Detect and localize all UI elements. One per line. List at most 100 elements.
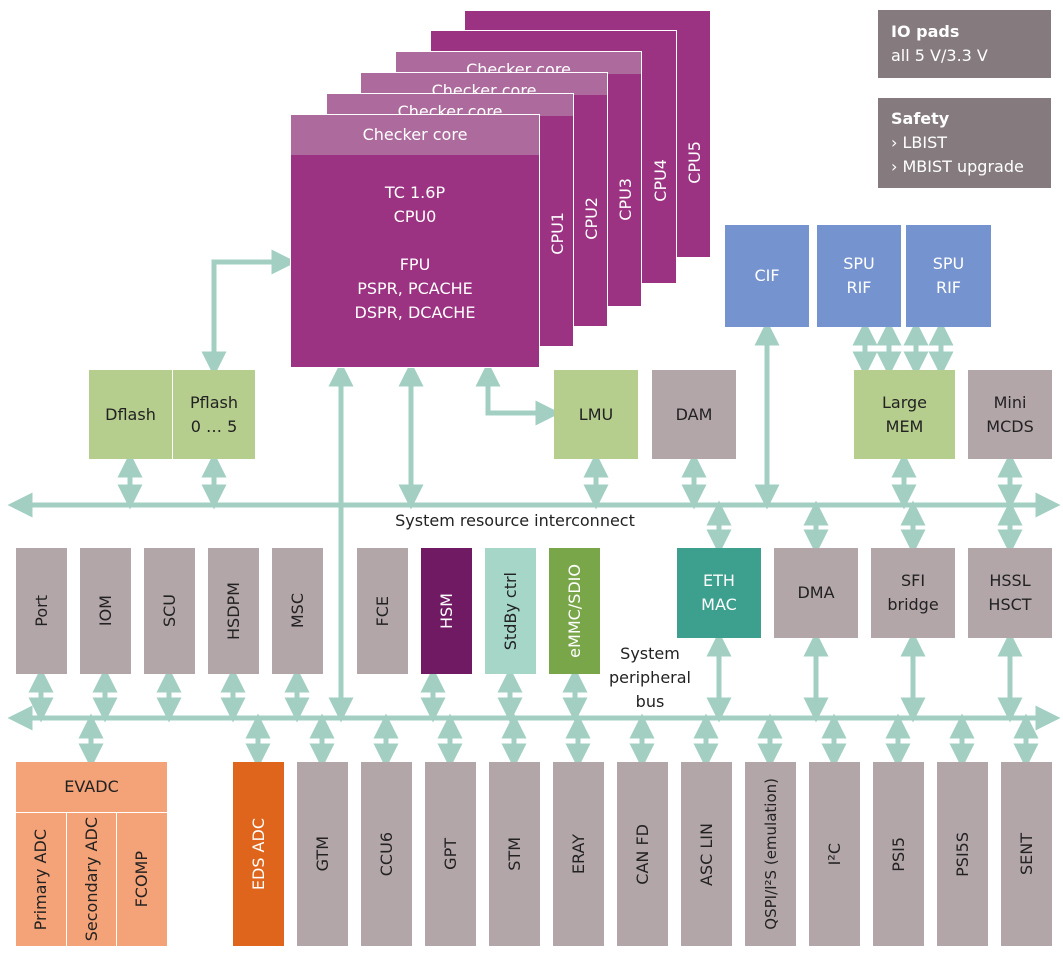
- dma-label: DMA: [797, 583, 835, 602]
- cpu3-checker-label: Checker core: [396, 52, 641, 74]
- pflash-block: Pflash 0 … 5: [173, 370, 255, 459]
- cpu0-line-gap: [291, 229, 539, 253]
- spu-rif-1-line1: SPU: [843, 254, 875, 273]
- cif-block: CIF: [725, 225, 809, 327]
- cpu1-label: CPU1: [548, 212, 567, 255]
- mini-mcds-line2: MCDS: [986, 416, 1034, 436]
- fce-label: FCE: [372, 595, 392, 627]
- fcomp-label: FCOMP: [132, 851, 152, 908]
- eray-block: ERAY: [553, 762, 604, 946]
- stm-label: STM: [504, 837, 524, 871]
- cif-label: CIF: [754, 266, 780, 285]
- emmc-sdio-label: eMMC/SDIO: [564, 564, 584, 658]
- sfi-line1: SFI: [900, 571, 926, 590]
- gtm-label: GTM: [312, 836, 332, 872]
- iom-label: IOM: [95, 595, 115, 627]
- cpu0-line-tc: TC 1.6P: [384, 183, 446, 202]
- dflash-block: Dflash: [89, 370, 172, 459]
- scu-block: SCU: [144, 548, 195, 674]
- fce-block: FCE: [357, 548, 408, 674]
- eth-mac-block: ETH MAC: [677, 548, 761, 638]
- port-label: Port: [31, 595, 51, 627]
- eds-adc-label: EDS ADC: [248, 817, 268, 891]
- cpu3-label: CPU3: [616, 178, 635, 221]
- safety-box: Safety › LBIST › MBIST upgrade: [878, 98, 1051, 188]
- large-mem-line1: Large: [881, 392, 927, 412]
- cpu1-checker-label: Checker core: [327, 94, 573, 116]
- spb-line3: bus: [635, 692, 665, 711]
- hsm-block: HSM: [421, 548, 472, 674]
- dflash-label: Dflash: [105, 404, 156, 424]
- iom-block: IOM: [80, 548, 131, 674]
- scu-label: SCU: [159, 594, 179, 628]
- sent-block: SENT: [1001, 762, 1052, 946]
- safety-item-mbist: › MBIST upgrade: [891, 157, 1024, 176]
- hssl-line2: HSCT: [988, 595, 1032, 614]
- spu-rif-2-line2: RIF: [935, 278, 962, 297]
- i2c-block: I²C: [809, 762, 860, 946]
- ccu6-block: CCU6: [361, 762, 412, 946]
- evadc-label: EVADC: [16, 762, 167, 813]
- mini-mcds-line1: Mini: [993, 392, 1027, 412]
- safety-title: Safety: [891, 109, 950, 128]
- qspi-label: QSPI/I²S (emulation): [761, 778, 780, 930]
- cpu4-label: CPU4: [651, 159, 670, 202]
- psi5-label: PSI5: [888, 836, 908, 872]
- port-block: Port: [16, 548, 67, 674]
- dam-label: DAM: [675, 404, 713, 424]
- primary-adc-cell: Primary ADC: [16, 813, 67, 946]
- cpu0-line-cpu0: CPU0: [393, 207, 437, 226]
- hssl-line1: HSSL: [989, 571, 1031, 590]
- primary-adc-label: Primary ADC: [30, 828, 50, 931]
- i2c-label: I²C: [824, 842, 844, 866]
- can-fd-label: CAN FD: [632, 823, 652, 885]
- cpu0-line-pspr: PSPR, PCACHE: [357, 279, 473, 298]
- lmu-block: LMU: [554, 370, 638, 459]
- sfi-line2: bridge: [887, 595, 939, 614]
- hssl-hsct-block: HSSL HSCT: [968, 548, 1052, 638]
- spb-bus-label: System peripheral bus: [598, 642, 702, 714]
- stdby-ctrl-block: StdBy ctrl: [485, 548, 536, 674]
- eds-adc-block: EDS ADC: [233, 762, 284, 946]
- cpu2-label: CPU2: [582, 197, 601, 240]
- spb-line2: peripheral: [609, 668, 691, 687]
- gtm-block: GTM: [297, 762, 348, 946]
- ccu6-label: CCU6: [376, 831, 396, 877]
- io-pads-box: IO pads all 5 V/3.3 V: [878, 10, 1051, 78]
- asc-lin-block: ASC LIN: [681, 762, 732, 946]
- dam-block: DAM: [652, 370, 736, 459]
- msc-label: MSC: [287, 593, 307, 629]
- spu-rif-2-line1: SPU: [932, 254, 965, 273]
- lmu-label: LMU: [578, 404, 614, 424]
- sent-label: SENT: [1016, 832, 1036, 875]
- arrow-pflash-cpu0: [201, 249, 297, 377]
- eray-label: ERAY: [568, 833, 588, 875]
- emmc-sdio-block: eMMC/SDIO: [549, 548, 600, 674]
- cpu0-details: TC 1.6P CPU0 FPU PSPR, PCACHE DSPR, DCAC…: [291, 181, 539, 325]
- secondary-adc-label: Secondary ADC: [81, 817, 101, 942]
- sri-bus-label: System resource interconnect: [395, 511, 635, 530]
- cpu2-checker-label: Checker core: [361, 73, 607, 95]
- fcomp-cell: FCOMP: [117, 813, 167, 946]
- eth-mac-line1: ETH: [703, 571, 735, 590]
- secondary-adc-cell: Secondary ADC: [67, 813, 118, 946]
- spb-line1: System: [620, 644, 680, 663]
- psi5s-label: PSI5S: [952, 831, 972, 877]
- sfi-bridge-block: SFI bridge: [871, 548, 955, 638]
- psi5-block: PSI5: [873, 762, 924, 946]
- evadc-block: EVADC Primary ADC Secondary ADC FCOMP: [16, 762, 167, 946]
- arrow-cpu0-lmu: [475, 361, 561, 426]
- asc-lin-label: ASC LIN: [696, 822, 716, 886]
- can-fd-block: CAN FD: [617, 762, 668, 946]
- large-mem-line2: MEM: [885, 416, 924, 436]
- spu-rif-1-line2: RIF: [846, 278, 872, 297]
- stm-block: STM: [489, 762, 540, 946]
- cpu0-line-dspr: DSPR, DCACHE: [354, 303, 476, 322]
- spu-rif-1-block: SPU RIF: [817, 225, 901, 327]
- large-mem-block: Large MEM: [854, 370, 955, 459]
- hsm-label: HSM: [436, 593, 456, 629]
- io-pads-subtitle: all 5 V/3.3 V: [891, 46, 988, 65]
- psi5s-block: PSI5S: [937, 762, 988, 946]
- eth-mac-line2: MAC: [701, 595, 737, 614]
